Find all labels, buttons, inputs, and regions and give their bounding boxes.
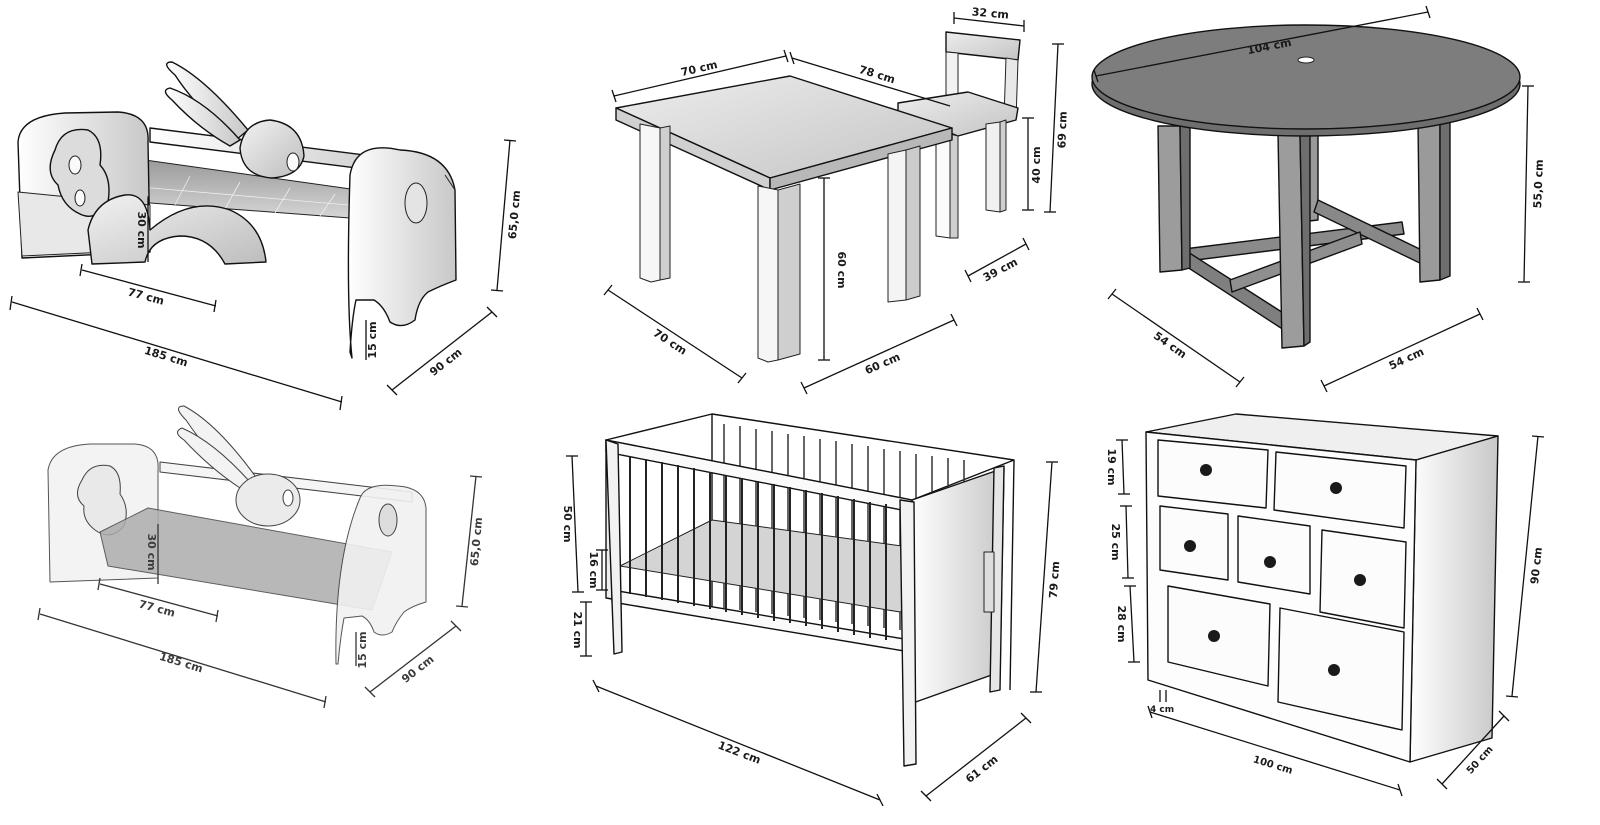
bed-solid-mattress-label: 77 cm (126, 286, 165, 308)
dresser-knobs (1184, 464, 1366, 676)
dresser-drawing: 19 cm 25 cm 28 cm 4 cm 90 cm 100 cm 50 c… (1105, 413, 1545, 797)
dresser-foot-label: 4 cm (1150, 705, 1174, 715)
crib-height-label: 79 cm (1047, 561, 1063, 599)
bed-solid-height-label: 65,0 cm (506, 190, 523, 240)
bed-ghost-leg-label: 15 cm (356, 631, 369, 668)
chair-height-label: 69 cm (1055, 111, 1069, 149)
crib-leg-label: 21 cm (571, 611, 584, 648)
table-chair-drawing: 70 cm 78 cm 32 cm 69 cm 40 cm 39 cm 60 c… (603, 5, 1070, 395)
dresser-row2-label: 25 cm (1109, 523, 1122, 560)
bed-ghost-mattress-label: 77 cm (137, 598, 176, 620)
round-table-drawing: 104 cm 55,0 cm 54 cm 54 cm (1091, 5, 1546, 393)
bed-solid-length-label: 185 cm (143, 344, 190, 370)
bed-ghost-length-label: 185 cm (158, 650, 205, 676)
crib-mid-label: 16 cm (587, 551, 600, 588)
bed-solid-drawing: 185 cm 77 cm 30 cm 15 cm 90 cm 65,0 cm (9, 61, 523, 411)
table-base-right-label: 60 cm (863, 350, 902, 377)
bed-solid-leg-label: 15 cm (366, 321, 379, 358)
bed-ghost-height-label: 65,0 cm (468, 517, 485, 567)
crib-front-slats (629, 456, 887, 640)
crib-depth-label: 61 cm (963, 753, 1000, 786)
round-table-height-label: 55,0 cm (1531, 159, 1546, 208)
crib-drawing: 50 cm 16 cm 21 cm 79 cm 122 cm 61 cm (561, 413, 1063, 807)
dresser-row3-label: 28 cm (1115, 605, 1128, 642)
dresser-row1-label: 19 cm (1105, 448, 1118, 485)
dresser-width-label: 100 cm (1252, 754, 1294, 776)
bed-ghost-drawing: 185 cm 77 cm 30 cm 15 cm 90 cm 65,0 cm (37, 405, 485, 709)
round-table-base-right-label: 54 cm (1387, 345, 1426, 372)
seat-height-label: 40 cm (1030, 146, 1043, 183)
table-height-label: 60 cm (835, 251, 848, 288)
bed-solid-side-label: 30 cm (135, 211, 148, 248)
crib-rail-label: 50 cm (561, 505, 574, 542)
dresser-depth-label: 50 cm (1465, 744, 1496, 776)
bed-solid-width-label: 90 cm (427, 346, 464, 379)
bed-ghost-side-label: 30 cm (145, 533, 158, 570)
dresser-height-label: 90 cm (1528, 546, 1545, 584)
chair-top-label: 32 cm (971, 5, 1009, 21)
bed-ghost-width-label: 90 cm (399, 653, 436, 686)
seat-depth-label: 39 cm (981, 255, 1020, 284)
table-top-depth-label: 78 cm (857, 63, 896, 86)
